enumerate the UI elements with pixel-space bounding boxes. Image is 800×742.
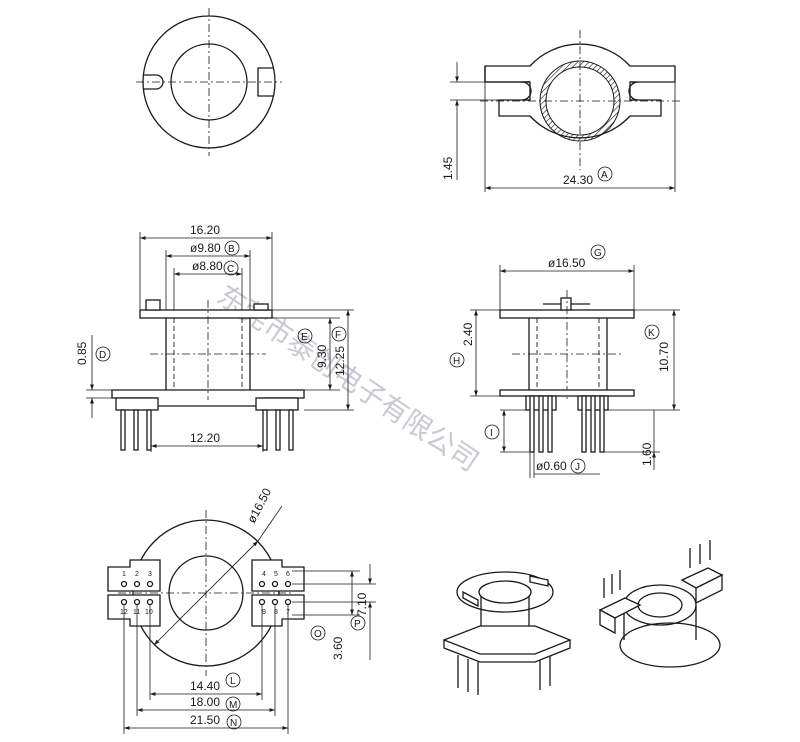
dim-0-85: 0.85: [75, 341, 89, 365]
isometric-view-2: [598, 540, 724, 668]
callout-m: M: [229, 700, 237, 711]
side-pins: [529, 395, 605, 453]
dim-18-00: 18.00: [190, 695, 220, 709]
dim-21-50: 21.50: [190, 713, 220, 727]
dim-1-45: 1.45: [441, 156, 455, 180]
callout-i: I: [490, 428, 493, 439]
callout-l: L: [230, 676, 236, 687]
dim-14-40: 14.40: [190, 679, 220, 693]
callout-d: D: [99, 350, 106, 361]
callout-n: N: [230, 718, 237, 729]
pin-label-1: 1: [122, 571, 126, 578]
pin-label-9: 9: [262, 609, 266, 616]
callout-a: A: [601, 170, 608, 181]
dim-16-20: 16.20: [190, 223, 220, 237]
dim-8-80: ø8.80: [192, 259, 223, 273]
callout-f: F: [335, 330, 341, 341]
front-view: 16.20 ø9.80 B ø8.80 C 0.85 D 9.30 E 12.: [75, 223, 354, 452]
dim-16-50-side: ø16.50: [548, 256, 586, 270]
dim-24-30: 24.30: [563, 173, 593, 187]
pin-label-2: 2: [135, 571, 139, 578]
dim-9-30: 9.30: [315, 344, 329, 368]
callout-o: O: [314, 629, 322, 640]
pin-label-10: 10: [145, 609, 153, 616]
pin-label-4: 4: [262, 571, 266, 578]
front-pins: [120, 409, 294, 451]
top-view: [136, 8, 282, 156]
pin-label-3: 3: [148, 571, 152, 578]
section-view: 1.45 24.30 A: [441, 30, 680, 192]
dim-12-20: 12.20: [190, 431, 220, 445]
callout-b: B: [228, 244, 235, 255]
isometric-view-1: [442, 571, 572, 695]
dim-16-50-bottom: ø16.50: [244, 486, 274, 526]
dim-7-10: 7.10: [355, 592, 369, 616]
callout-g: G: [594, 248, 602, 259]
dim-10-70: 10.70: [657, 342, 671, 372]
callout-p: P: [354, 619, 361, 630]
dim-1-60: 1.60: [640, 442, 654, 466]
pin-label-5: 5: [274, 571, 278, 578]
callout-h: H: [453, 356, 460, 367]
dim-12-25: 12.25: [333, 346, 347, 376]
callout-e: E: [301, 332, 308, 343]
dim-2-40: 2.40: [461, 322, 475, 346]
dim-9-80: ø9.80: [190, 241, 221, 255]
callout-k: K: [648, 328, 655, 339]
pin-label-8: 8: [274, 609, 278, 616]
callout-c: C: [227, 264, 234, 275]
side-view: ø16.50 G 2.40 H I 10.70 K 1.60 ø0.60 J: [449, 244, 680, 478]
dim-0-60: ø0.60: [536, 459, 567, 473]
dim-3-60: 3.60: [331, 636, 345, 660]
callout-j: J: [575, 462, 580, 473]
bottom-view: 1 2 3 4 5 6 7 8 9 10 11 12 ø16.50 7.10 P…: [107, 486, 376, 734]
pin-label-6: 6: [286, 571, 290, 578]
